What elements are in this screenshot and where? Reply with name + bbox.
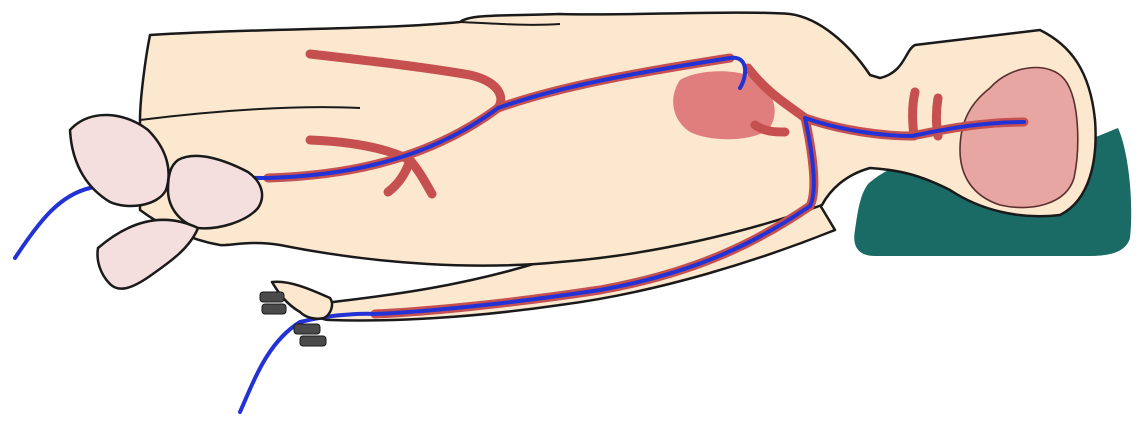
finger-2 (262, 304, 286, 314)
operator-forearm (98, 220, 199, 289)
finger-1 (260, 292, 284, 302)
finger-4 (300, 336, 326, 346)
finger-3 (294, 324, 320, 334)
